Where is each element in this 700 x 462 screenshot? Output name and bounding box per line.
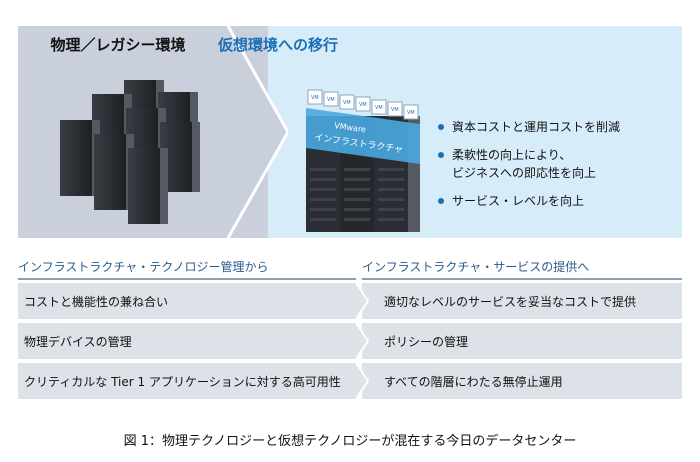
virtual-servers-illustration: VMware インフラストラクチャ VM VM VM VM VM VM VM [306,89,420,232]
top-diagram: 物理／レガシー環境 仮想環境への移行 [18,26,682,238]
physical-servers-illustration [60,80,200,224]
benefit-text: サービス・レベルを向上 [452,194,585,208]
from-column-header: インフラストラクチャ・テクノロジー管理から [18,260,269,274]
chevron-right-icon [348,363,370,399]
from-cell: コストと機能性の兼ね合い [24,295,169,309]
band-brand: VMware [334,121,367,134]
chevron-right-icon [348,323,370,359]
from-cell: 物理デバイスの管理 [24,335,132,349]
to-cell: すべての階層にわたる無停止運用 [384,375,563,389]
chevron-right-icon [348,283,370,319]
from-cell: クリティカルな Tier 1 アプリケーションに対する高可用性 [24,375,341,389]
vm-label: VM [375,105,383,111]
comparison-row: コストと機能性の兼ね合い 適切なレベルのサービスを妥当なコストで提供 [18,283,682,319]
vm-label: VM [327,97,335,103]
header-divider [362,278,682,280]
virtual-panel-title: 仮想環境への移行 [217,36,338,54]
benefit-text: 資本コストと運用コストを削減 [452,120,621,134]
header-divider [18,278,356,280]
to-column-header: インフラストラクチャ・サービスの提供へ [362,260,590,274]
vm-label: VM [391,107,399,113]
rack-icon [60,80,200,224]
vm-label: VM [359,102,367,108]
to-cell: 適切なレベルのサービスを妥当なコストで提供 [384,295,637,309]
vm-boxes: VM VM VM VM VM VM VM [307,89,419,120]
comparison-row: 物理デバイスの管理 ポリシーの管理 [18,323,682,359]
vm-label: VM [343,100,351,106]
vm-label: VM [407,110,415,116]
benefit-item: 資本コストと運用コストを削減 [438,118,678,136]
benefit-text: ビジネスへの即応性を向上 [452,166,597,180]
benefit-item: サービス・レベルを向上 [438,192,678,210]
vm-label: VM [311,95,319,101]
to-cell: ポリシーの管理 [384,335,469,349]
benefit-item: 柔軟性の向上により、 ビジネスへの即応性を向上 [438,146,678,182]
virtual-panel [218,26,682,238]
benefit-text: 柔軟性の向上により、 [452,148,572,162]
physical-panel-title: 物理／レガシー環境 [50,36,186,54]
infrastructure-band: VMware インフラストラクチャ [306,108,420,164]
benefits-list: 資本コストと運用コストを削減 柔軟性の向上により、 ビジネスへの即応性を向上 サ… [438,118,678,220]
comparison-row: クリティカルな Tier 1 アプリケーションに対する高可用性 すべての階層にわ… [18,363,682,399]
transition-chevron [198,26,288,238]
figure-caption: 図 1：物理テクノロジーと仮想テクノロジーが混在する今日のデータセンター [123,434,577,449]
